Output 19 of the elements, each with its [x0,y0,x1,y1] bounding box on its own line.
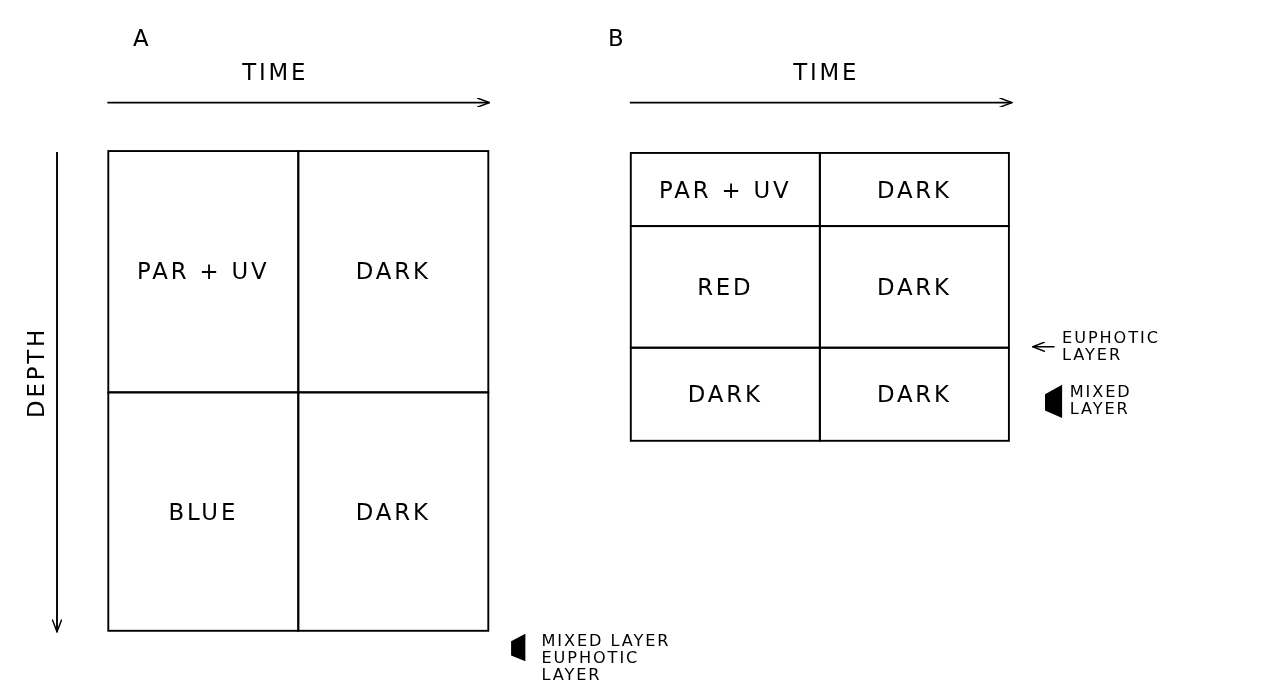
table-cell: DARK [297,391,490,632]
table-cell: DARK [818,152,1010,228]
layer-label: EUPHOTIC LAYER [541,649,641,684]
layer-label: MIXED LAYER [1069,383,1133,418]
axis-label: TIME [793,60,860,84]
table-cell: PAR + UV [107,150,300,394]
axis-label: DEPTH [24,326,48,418]
table-cell: BLUE [107,391,300,632]
panel-label: A [133,26,152,50]
axis-label: TIME [242,60,309,84]
table-cell: DARK [818,346,1010,442]
table-cell: DARK [297,150,490,394]
table-cell: DARK [629,346,821,442]
layer-label: EUPHOTIC LAYER [1062,329,1161,364]
panel-label: B [608,26,627,50]
table-cell: DARK [818,225,1010,349]
table-cell: RED [629,225,821,349]
layer-label: MIXED LAYER [541,632,672,650]
table-cell: PAR + UV [629,152,821,228]
